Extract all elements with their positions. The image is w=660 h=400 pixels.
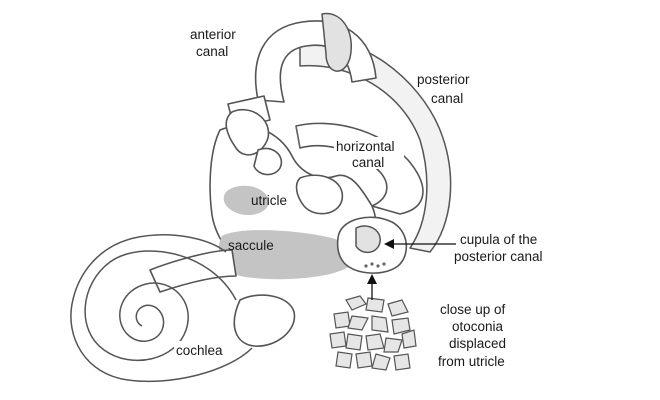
anterior-canal-shape: [227, 12, 377, 129]
label-cochlea: cochlea: [174, 341, 226, 359]
svg-text:canal: canal: [196, 44, 228, 59]
utricle-shape: [223, 185, 269, 216]
saccule-shape: [218, 230, 355, 280]
label-horizontal-canal: horizontal canal: [334, 137, 404, 170]
posterior-canal-shape: [299, 38, 452, 253]
svg-text:posterior canal: posterior canal: [454, 249, 543, 264]
label-otoconia: close up of otoconia displaced from utri…: [438, 302, 506, 369]
svg-text:from utricle: from utricle: [438, 354, 505, 369]
label-posterior-canal: posterior canal: [417, 72, 470, 106]
label-cupula: cupula of the posterior canal: [454, 232, 543, 264]
cupula-shape: [336, 216, 408, 274]
svg-text:close up of: close up of: [440, 302, 506, 317]
svg-text:posterior: posterior: [417, 72, 470, 87]
svg-text:cochlea: cochlea: [176, 343, 223, 358]
svg-text:canal: canal: [352, 155, 384, 170]
cochlea-shape: [70, 234, 296, 383]
label-utricle: utricle: [251, 193, 287, 208]
svg-text:otoconia: otoconia: [452, 319, 504, 334]
svg-text:anterior: anterior: [190, 27, 236, 42]
label-saccule: saccule: [228, 238, 274, 253]
svg-text:displaced: displaced: [449, 336, 506, 351]
svg-text:horizontal: horizontal: [336, 139, 395, 154]
otoconia-cluster: [329, 295, 417, 371]
label-anterior-canal: anterior canal: [190, 27, 236, 59]
svg-text:canal: canal: [431, 91, 463, 106]
displaced-otoconia-dots: [370, 262, 374, 266]
svg-text:cupula of the: cupula of the: [460, 232, 537, 247]
